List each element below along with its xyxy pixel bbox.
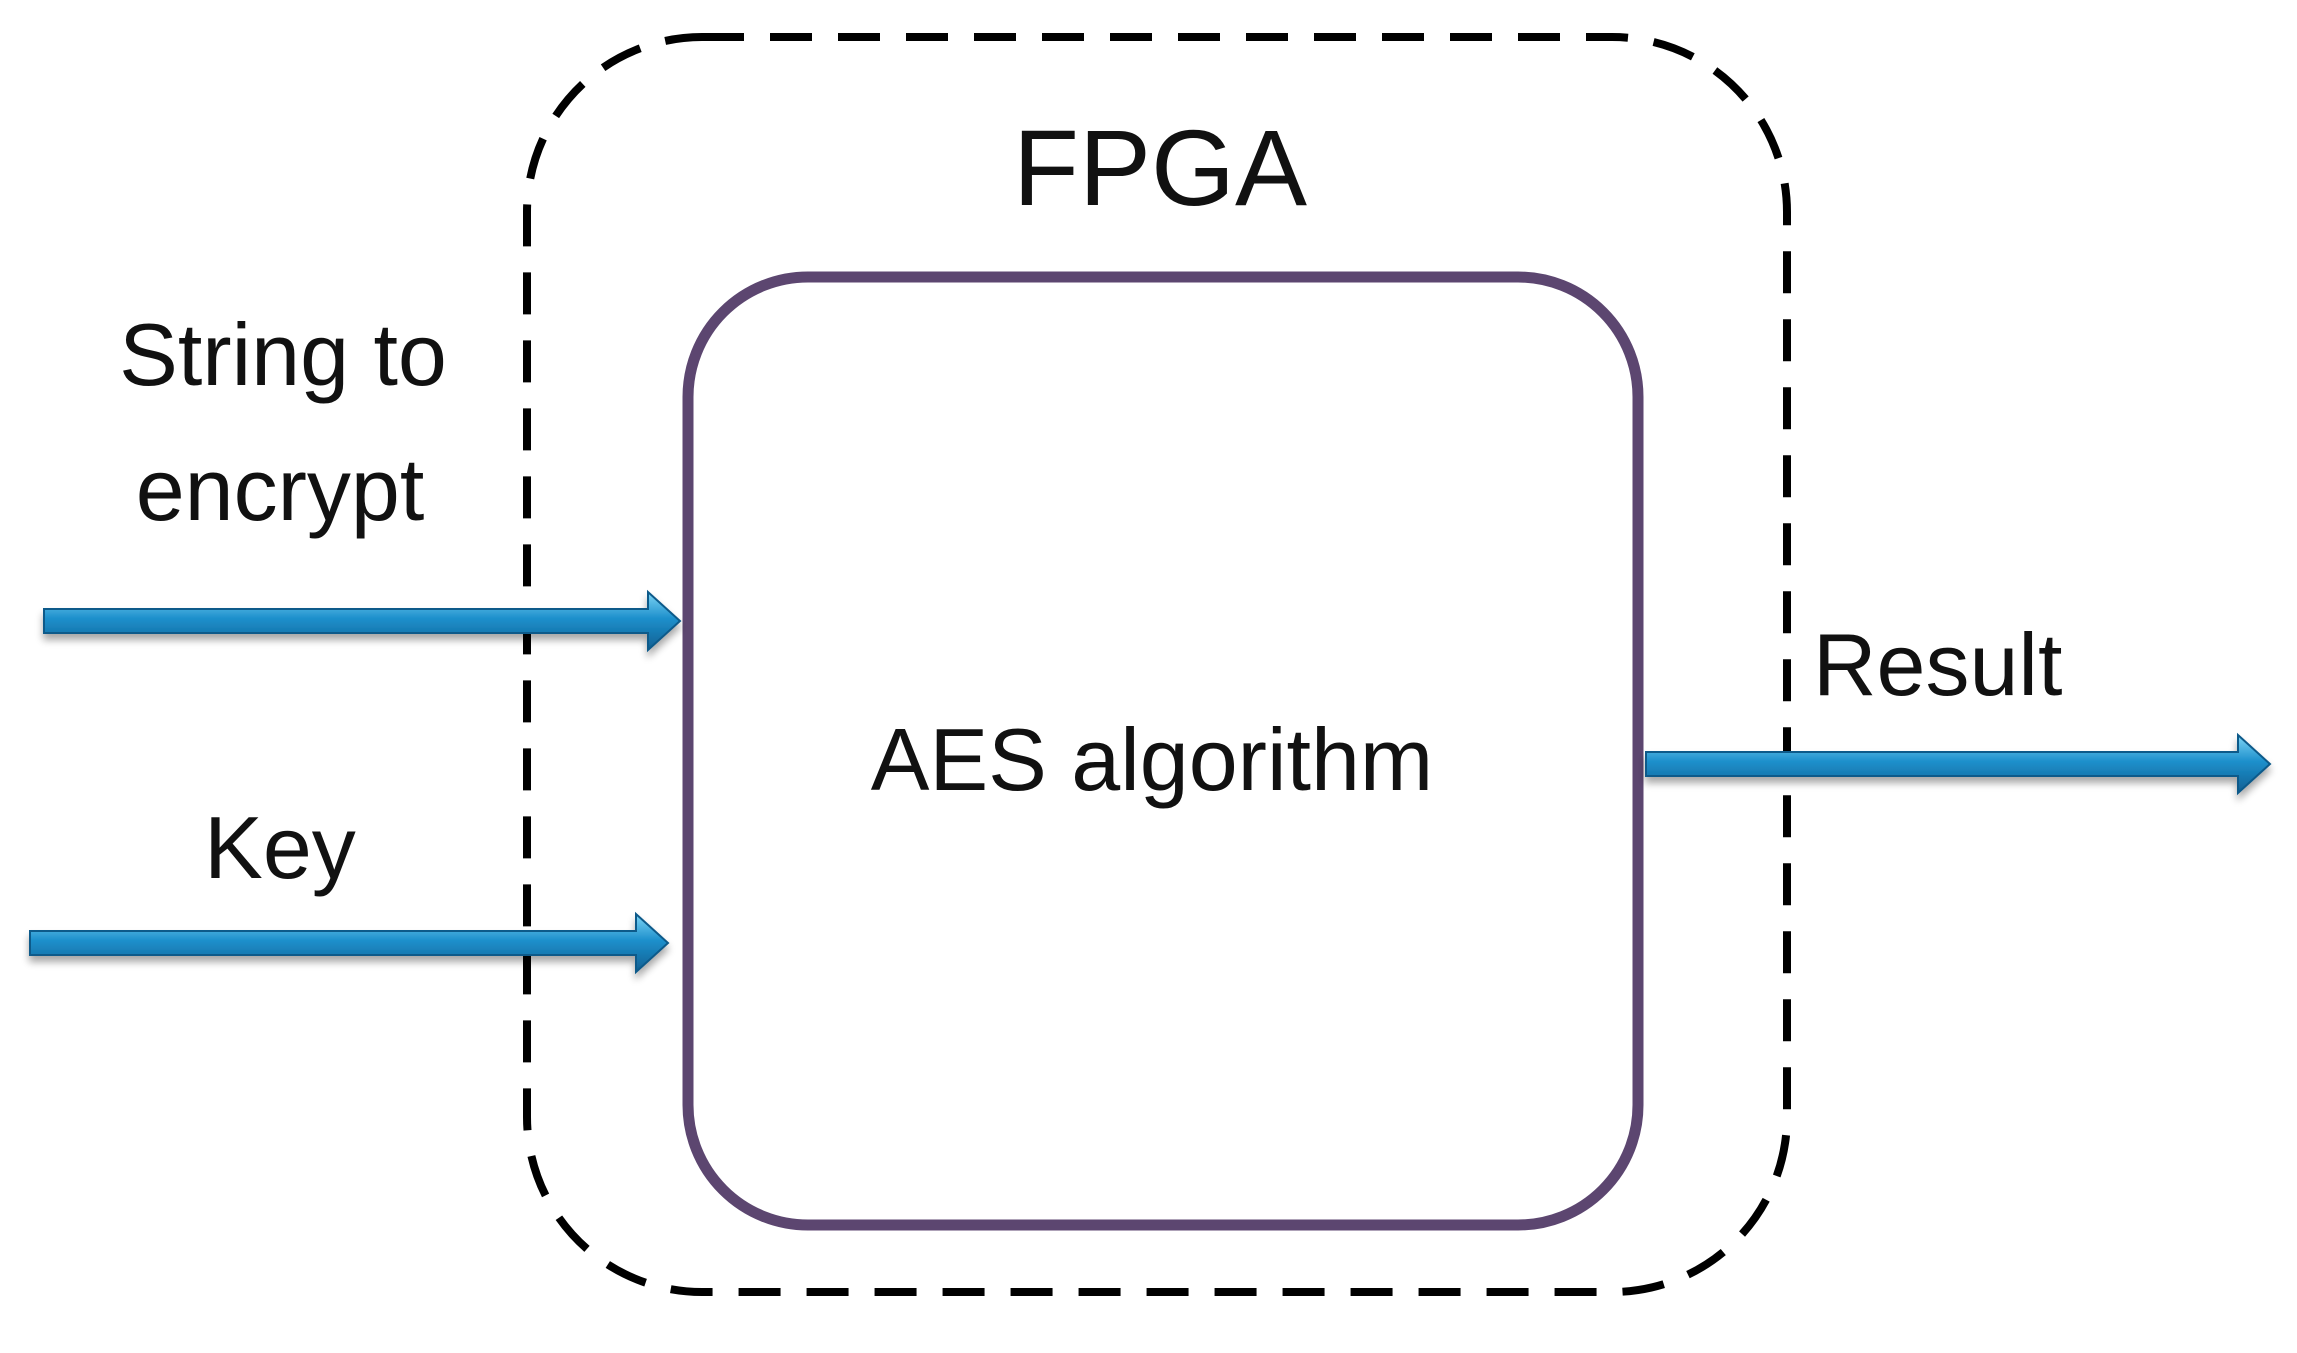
input-string-label-line2: encrypt [136, 440, 425, 539]
fpga-container-border [523, 33, 1791, 1296]
input-key-arrow [29, 911, 670, 975]
fpga-label: FPGA [1013, 107, 1307, 228]
output-result-label: Result [1813, 615, 2062, 714]
input-string-label-line1: String to [119, 305, 447, 404]
aes-algorithm-block [682, 271, 1644, 1231]
output-result-arrow [1645, 732, 2272, 796]
input-string-arrow [43, 589, 682, 653]
input-key-label: Key [204, 798, 356, 897]
aes-algorithm-label: AES algorithm [871, 710, 1433, 809]
